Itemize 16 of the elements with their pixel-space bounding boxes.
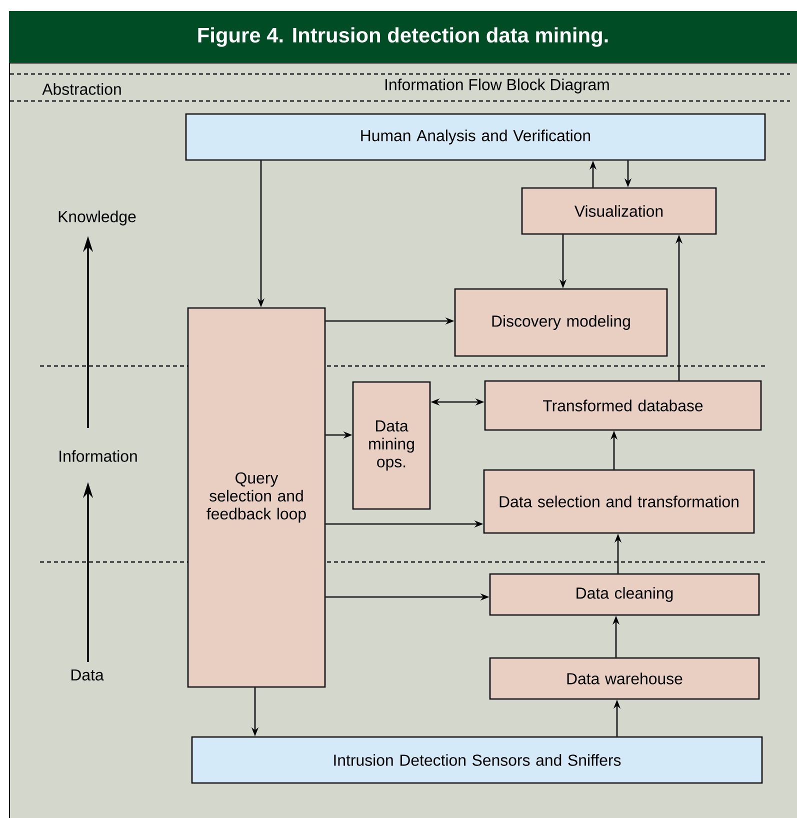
level-label: Data [71,669,104,681]
title-bar: Figure 4. Intrusion detection data mining. [9,11,797,63]
process-box: Transformed database [484,380,762,431]
process-box: Data selection and transformation [483,469,755,534]
level-label: Information [60,450,137,462]
process-box: Data cleaning [489,573,760,616]
process-box: Data warehouse [489,657,760,700]
process-box: Data mining ops. [352,381,431,510]
process-box: Discovery modeling [454,288,668,357]
level-heading: Abstraction [42,83,121,95]
input-output-box: Human Analysis and Verification [185,113,766,161]
input-output-box: Intrusion Detection Sensors and Sniffers [191,736,763,784]
level-label: Knowledge [58,210,136,226]
diagram-heading: Information Flow Block Diagram [386,78,609,94]
process-box: Visualization [521,187,717,235]
process-box: Query selection and feedback loop [187,307,326,688]
